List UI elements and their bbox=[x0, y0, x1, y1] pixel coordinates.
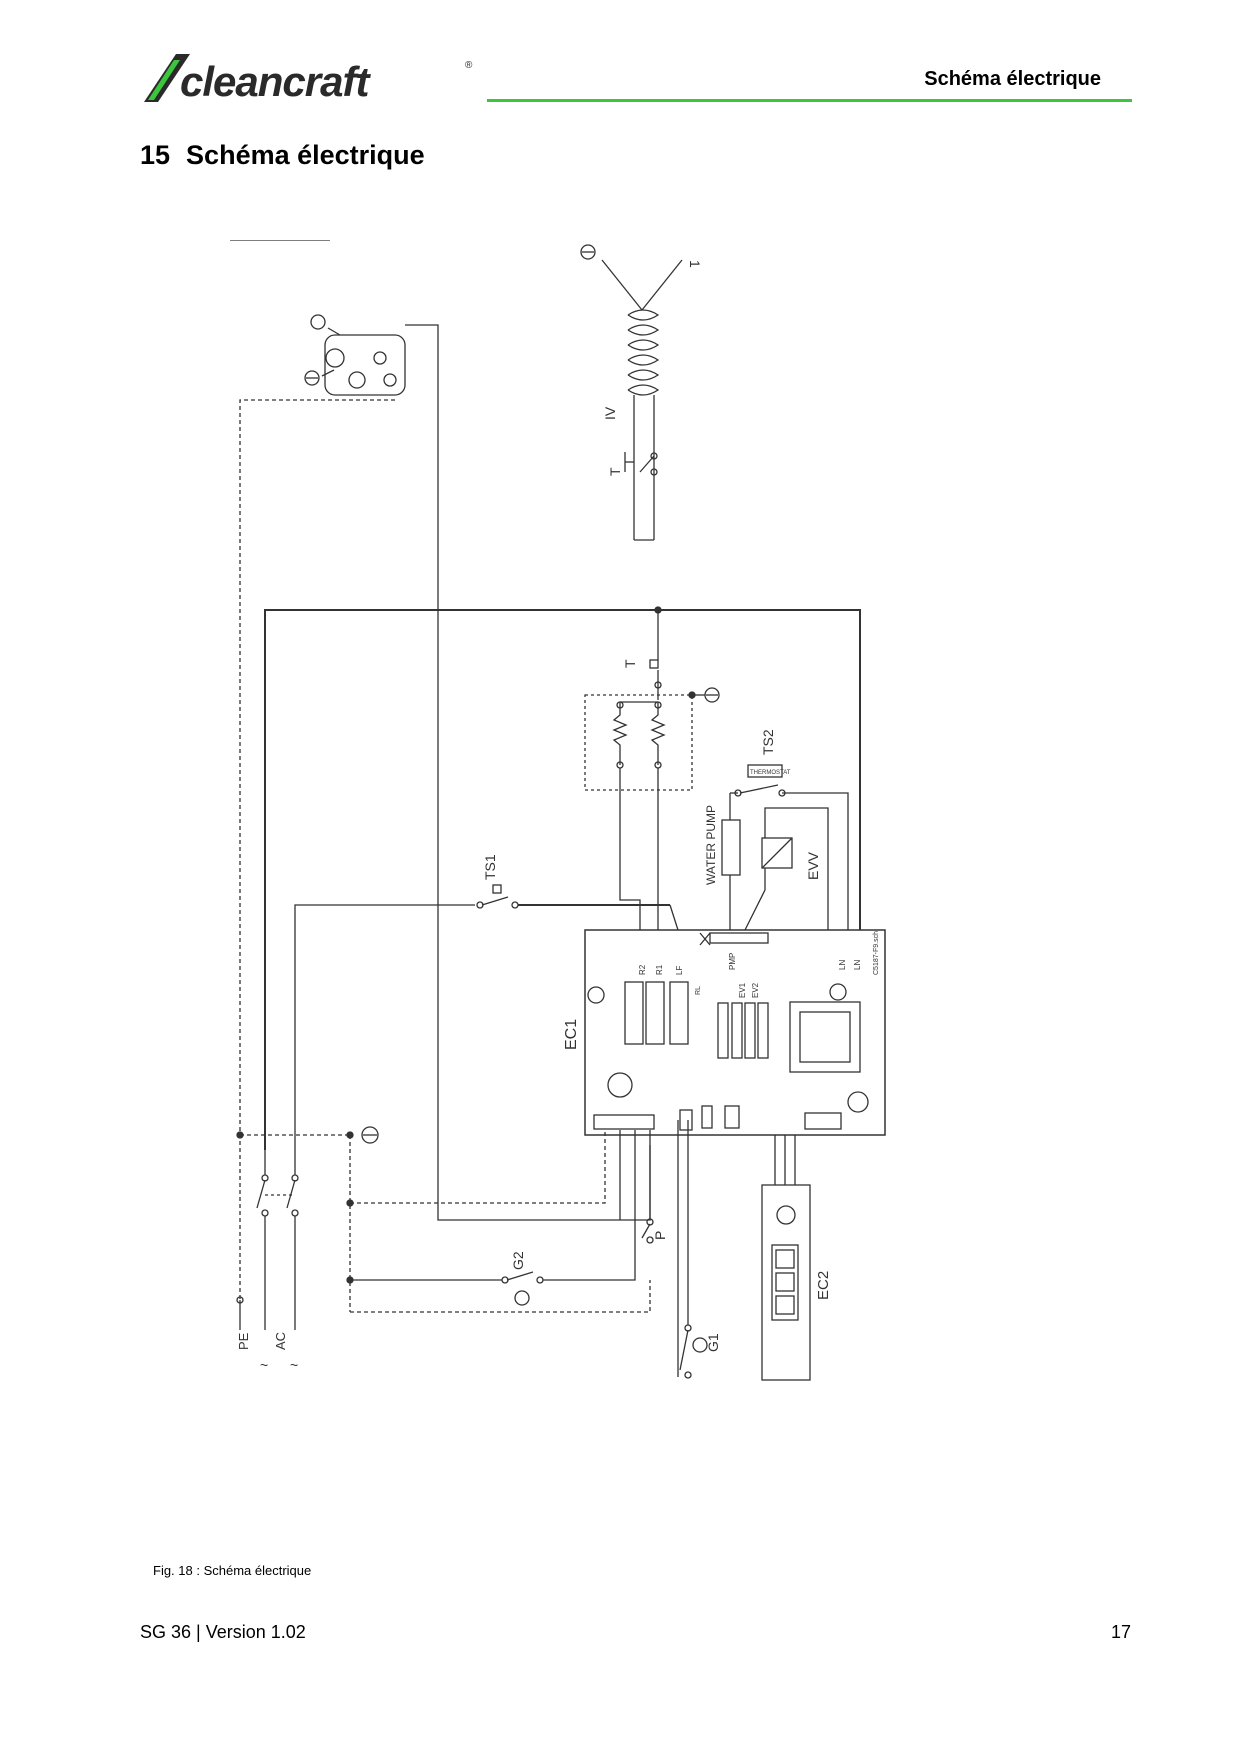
heating-elements bbox=[584, 610, 705, 930]
logo-wordmark: cleancraft bbox=[180, 58, 371, 105]
board-label-ev1: EV1 bbox=[738, 982, 747, 998]
brand-logo: cleancraft ® bbox=[144, 54, 473, 105]
switch-g1 bbox=[677, 1120, 708, 1379]
label-iv: IV bbox=[602, 406, 618, 420]
board-label-r1: R1 bbox=[655, 964, 664, 975]
spark-connector bbox=[304, 314, 406, 396]
section-title-text: Schéma électrique bbox=[186, 140, 425, 170]
label-ec2: EC2 bbox=[815, 1271, 832, 1300]
thermostat-ts2 bbox=[730, 764, 849, 930]
board-label-r2: R2 bbox=[638, 964, 647, 975]
figure-caption: Fig. 18 : Schéma électrique bbox=[153, 1563, 312, 1578]
label-ig: IG bbox=[230, 1189, 234, 1205]
label-g1: G1 bbox=[705, 1333, 721, 1352]
label-ac: AC bbox=[273, 1332, 288, 1350]
main-bus bbox=[264, 609, 861, 1150]
footer-page-number: 17 bbox=[1110, 1622, 1131, 1642]
label-one: 1 bbox=[687, 260, 703, 268]
ground-symbol-heater bbox=[704, 687, 720, 703]
label-g2: G2 bbox=[510, 1251, 526, 1270]
label-ts2: TS2 bbox=[760, 729, 776, 755]
board-label-ev2: EV2 bbox=[751, 982, 760, 998]
label-ts1: TS1 bbox=[482, 854, 498, 880]
label-pe: PE bbox=[236, 1332, 251, 1350]
ignition-coil bbox=[230, 240, 683, 541]
ground-symbol-top bbox=[580, 244, 596, 260]
label-p: P bbox=[652, 1231, 668, 1240]
logo-slash-mark-green bbox=[148, 60, 180, 100]
switch-g2 bbox=[350, 1130, 636, 1306]
board-label-ln-1: LN bbox=[838, 960, 847, 970]
ground-bus bbox=[236, 1126, 651, 1313]
hv-lead bbox=[405, 324, 651, 1221]
thermostat-ts1 bbox=[294, 884, 679, 1150]
logo-registered-mark: ® bbox=[465, 60, 473, 71]
switch-p bbox=[619, 1130, 654, 1244]
board-label-lf: LF bbox=[675, 966, 684, 975]
footer-document-version: SG 36 | Version 1.02 bbox=[140, 1622, 306, 1642]
label-tilde-1: ~ bbox=[260, 1357, 268, 1373]
label-water-pump: WATER PUMP bbox=[704, 805, 718, 885]
page-title: 15 Schéma électrique bbox=[140, 140, 425, 171]
mains-input bbox=[236, 1150, 299, 1330]
water-pump bbox=[721, 793, 741, 930]
label-ec1: EC1 bbox=[563, 1019, 580, 1050]
board-label-ln-2: LN bbox=[853, 960, 862, 970]
header-section-label: Schéma électrique bbox=[924, 68, 1101, 90]
header-divider bbox=[487, 99, 1132, 102]
board-label-pmp: PMP bbox=[728, 953, 737, 970]
electrical-schematic: 1 IV T THERMOSTAT TS2 WATER PUMP EVV TS1… bbox=[230, 240, 886, 1381]
pe-dashed-line bbox=[239, 399, 395, 1300]
label-t-top: T bbox=[622, 659, 638, 668]
label-t-switch: T bbox=[607, 467, 623, 476]
display-panel-ec2 bbox=[761, 1135, 811, 1381]
control-board-ec1 bbox=[584, 929, 886, 1136]
label-evv: EVV bbox=[805, 851, 821, 880]
label-thermostat: THERMOSTAT bbox=[750, 770, 791, 776]
board-label-cs: C5187-F9.sch bbox=[873, 931, 880, 975]
solenoid-evv bbox=[744, 807, 829, 931]
board-label-rl: RL bbox=[695, 986, 702, 995]
section-number: 15 bbox=[140, 140, 171, 170]
label-tilde-2: ~ bbox=[290, 1357, 298, 1373]
